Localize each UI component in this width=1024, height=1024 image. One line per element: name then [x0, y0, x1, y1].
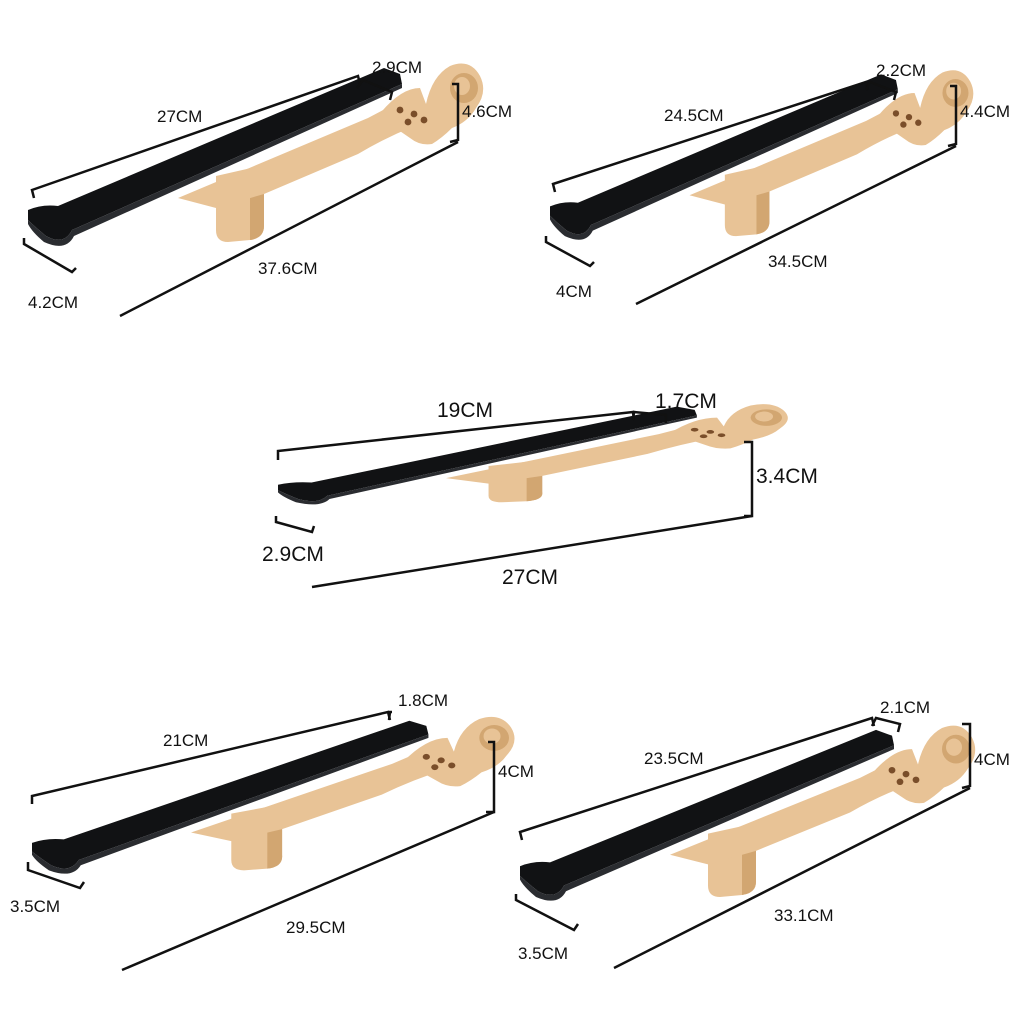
product-fingerboard-a: 27CM 2.9CM 4.6CM 37.6CM 4.2CM — [22, 58, 512, 318]
height-dimension-line-b — [947, 84, 958, 148]
fingerboard-image-e — [520, 725, 976, 901]
height-dimension-line-d — [486, 740, 496, 814]
product-fingerboard-b: 24.5CM 2.2CM 4.4CM 34.5CM 4CM — [544, 61, 1010, 306]
height-label-d: 4CM — [498, 762, 534, 781]
bottom-width-dimension-line-b — [544, 236, 595, 268]
top-width-dimension-line-e — [870, 716, 902, 733]
top-width-label-b: 2.2CM — [876, 61, 926, 80]
overall-length-label-b: 34.5CM — [768, 252, 828, 271]
height-label-e: 4CM — [974, 750, 1010, 769]
bottom-width-label-b: 4CM — [556, 282, 592, 301]
overall-length-label-d: 29.5CM — [286, 918, 346, 937]
bottom-width-label-c: 2.9CM — [262, 543, 324, 566]
top-width-label-d: 1.8CM — [398, 691, 448, 710]
height-dimension-line-e — [961, 722, 972, 790]
height-label-b: 4.4CM — [960, 102, 1010, 121]
length-dimension-line-a — [30, 74, 362, 199]
top-width-dimension-line-a — [356, 78, 394, 101]
top-width-dimension-line-c — [631, 410, 668, 423]
fingerboard-image-d — [32, 716, 515, 874]
overall-length-label-e: 33.1CM — [774, 906, 834, 925]
bottom-width-dimension-line-a — [22, 238, 77, 274]
overall-length-dimension-line-b — [635, 144, 957, 306]
bottom-width-label-d: 3.5CM — [10, 897, 60, 916]
fingerboard-image-b — [550, 70, 974, 240]
overall-length-dimension-line-c — [311, 514, 753, 589]
overall-length-label-a: 37.6CM — [258, 259, 318, 278]
overall-length-label-c: 27CM — [502, 566, 558, 589]
bottom-width-label-a: 4.2CM — [28, 293, 78, 312]
length-label-e: 23.5CM — [644, 749, 704, 768]
product-fingerboard-e: 23.5CM 2.1CM 4CM 33.1CM 3.5CM — [514, 698, 1010, 970]
fingerboard-image-a — [28, 63, 484, 246]
height-label-a: 4.6CM — [462, 102, 512, 121]
bottom-width-label-e: 3.5CM — [518, 944, 568, 963]
top-width-dimension-line-b — [864, 80, 898, 101]
length-label-d: 21CM — [163, 731, 208, 750]
product-fingerboard-c: 19CM 1.7CM 3.4CM 27CM 2.9CM — [262, 390, 818, 589]
height-label-c: 3.4CM — [756, 465, 818, 488]
overall-length-dimension-line-a — [119, 140, 459, 318]
top-width-label-e: 2.1CM — [880, 698, 930, 717]
top-width-label-c: 1.7CM — [655, 390, 717, 413]
overall-length-dimension-line-e — [613, 786, 971, 970]
height-dimension-line-c — [744, 440, 754, 518]
length-label-c: 19CM — [437, 399, 493, 422]
top-width-dimension-line-d — [387, 710, 392, 721]
overall-length-dimension-line-d — [121, 810, 495, 972]
length-label-a: 27CM — [157, 107, 202, 126]
length-label-b: 24.5CM — [664, 106, 724, 125]
bottom-width-dimension-line-c — [274, 516, 316, 534]
height-dimension-line-a — [449, 82, 460, 144]
bottom-width-dimension-line-e — [514, 894, 580, 932]
top-width-label-a: 2.9CM — [372, 58, 422, 77]
fingerboard-image-c — [278, 404, 788, 505]
product-fingerboard-d: 21CM 1.8CM 4CM 29.5CM 3.5CM — [10, 691, 534, 972]
bottom-width-dimension-line-d — [26, 862, 86, 890]
